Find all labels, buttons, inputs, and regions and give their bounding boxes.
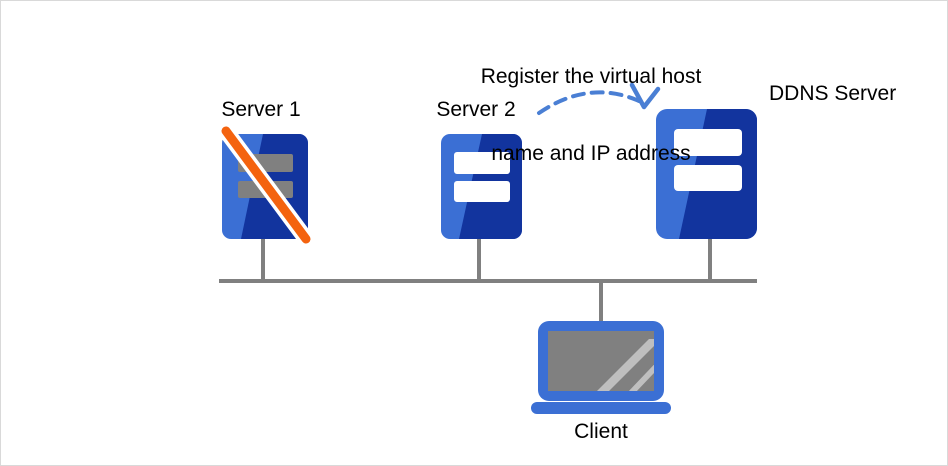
node-server2[interactable] <box>441 134 522 239</box>
node-server1[interactable] <box>218 123 314 247</box>
node-label-server2: Server 2 <box>436 98 516 121</box>
ddns-bar-bottom <box>674 165 742 191</box>
server1-disabled-slash <box>218 123 314 247</box>
node-client[interactable] <box>531 321 673 414</box>
screen-glare <box>597 339 654 391</box>
annotation-line-2: name and IP address <box>491 142 691 166</box>
registration-arrow <box>537 82 661 115</box>
registration-annotation: Register the virtual host name and IP ad… <box>426 13 756 218</box>
node-label-server1: Server 1 <box>221 98 301 121</box>
annotation-line-1: Register the virtual host <box>480 65 702 89</box>
laptop-base <box>531 402 671 414</box>
network-bus-lines <box>219 239 757 323</box>
ddns-bar-top <box>674 129 742 156</box>
arrowhead-icon <box>629 82 661 110</box>
node-ddns-server[interactable] <box>656 109 757 239</box>
node-label-ddns-server: DDNS Server <box>769 82 897 105</box>
server2-bar-top <box>454 152 510 174</box>
node-label-client: Client <box>574 420 628 443</box>
server2-bar-bottom <box>454 181 510 202</box>
